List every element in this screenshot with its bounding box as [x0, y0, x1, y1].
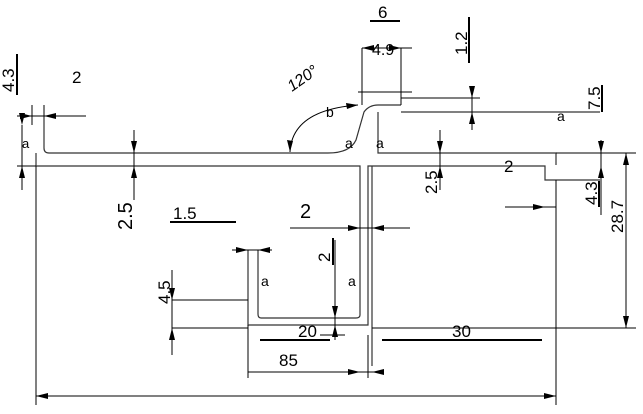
arrowheads	[19, 45, 629, 399]
dimension-labels: 4.3 2 120° b 6 4.9 1.2 7.5 a a a a 2.5 2…	[0, 3, 627, 370]
top-plate-upper-edge	[43, 104, 401, 154]
label-4-3-right: 4.3	[582, 181, 601, 205]
profile-outline	[35, 104, 557, 366]
label-a-left: a	[22, 136, 30, 151]
label-a-mid-left: a	[345, 135, 353, 151]
top-plate-right-upper	[377, 112, 557, 165]
label-1-5: 1.5	[173, 204, 197, 223]
label-b: b	[326, 104, 334, 120]
label-4-3-left: 4.3	[0, 68, 18, 92]
channel-inner	[247, 165, 548, 326]
top-plate-lower-edge	[36, 165, 361, 319]
label-6: 6	[378, 3, 387, 22]
label-2-top-left: 2	[72, 68, 81, 87]
label-a-mid-right: a	[376, 135, 384, 151]
label-28-7: 28.7	[608, 200, 627, 233]
label-85: 85	[279, 351, 298, 370]
label-2-right: 2	[504, 157, 513, 176]
label-a-channel-left: a	[261, 273, 269, 289]
label-4-9: 4.9	[372, 42, 394, 59]
label-120deg: 120°	[285, 62, 322, 95]
label-2-center: 2	[300, 201, 311, 223]
label-20: 20	[298, 322, 317, 341]
dimension-lines	[17, 47, 636, 405]
label-7-5: 7.5	[585, 86, 604, 110]
label-2-small-vert: 2	[315, 253, 334, 262]
tolerance-bars	[16, 17, 603, 341]
label-1-2: 1.2	[452, 31, 471, 55]
label-2-5-mid: 2.5	[422, 170, 441, 194]
label-a-channel-right: a	[348, 273, 356, 289]
label-4-5: 4.5	[155, 280, 174, 304]
label-a-right-top: a	[557, 108, 565, 124]
label-2-5-left: 2.5	[115, 202, 137, 230]
label-30: 30	[452, 322, 471, 341]
